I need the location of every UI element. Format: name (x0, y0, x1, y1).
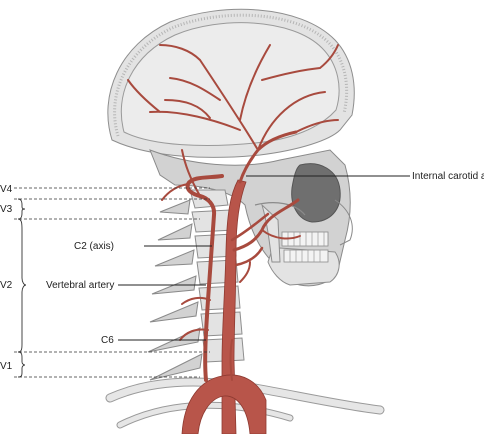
label-vertebral-artery: Vertebral artery (46, 280, 114, 291)
segment-label-v3: V3 (0, 204, 13, 215)
v2-brace (17, 218, 27, 353)
v1-brace (17, 351, 26, 378)
segment-markers (14, 187, 210, 378)
arterial-tree (127, 44, 339, 434)
segment-label-v2: V2 (0, 280, 13, 291)
segment-label-v1: V1 (0, 361, 13, 372)
label-internal-carotid-artery: Internal carotid artery (412, 171, 484, 182)
label-c2-axis: C2 (axis) (74, 241, 114, 252)
label-c6: C6 (101, 335, 114, 346)
v3-brace (17, 198, 26, 220)
lower-teeth (283, 249, 329, 263)
segment-label-v4: V4 (0, 184, 13, 195)
